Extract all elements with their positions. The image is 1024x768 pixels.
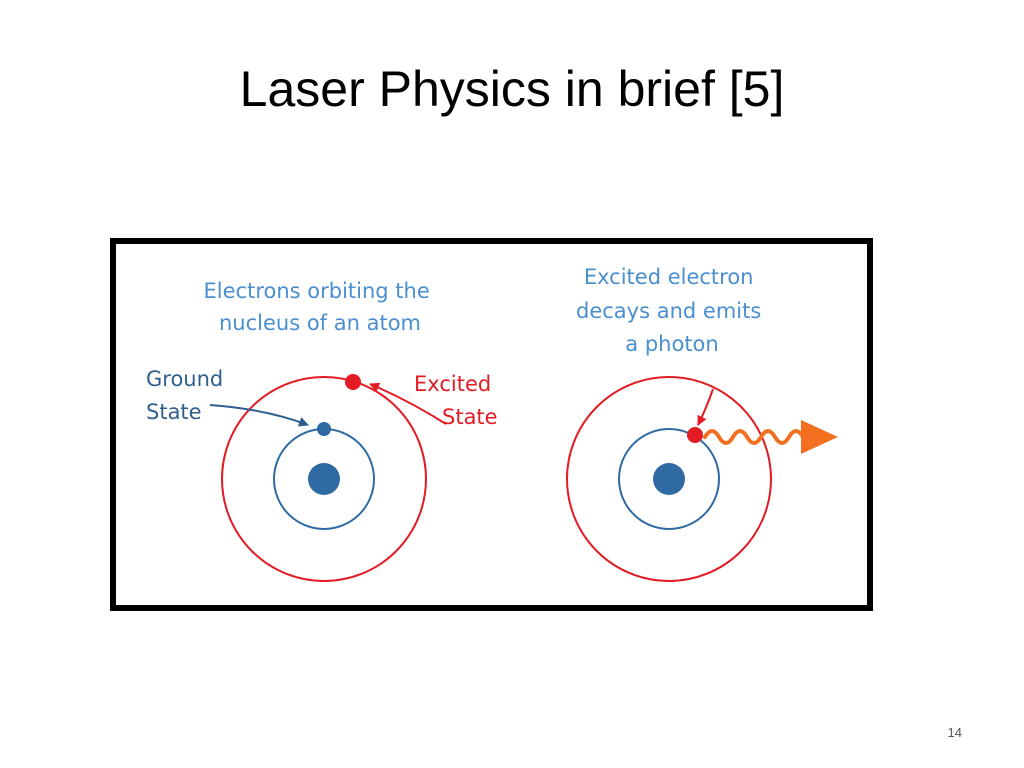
- atom-diagram-svg: Electrons orbiting the nucleus of an ato…: [146, 265, 838, 582]
- excited-state-arrow: [369, 382, 447, 425]
- right-caption-line: a photon: [625, 332, 718, 356]
- ground-state-arrow: [209, 404, 309, 427]
- right-caption-line: decays and emits: [576, 299, 761, 323]
- ground-state-label: Ground State: [146, 367, 230, 424]
- left-nucleus: [308, 463, 340, 495]
- right-decaying-electron: [687, 427, 703, 443]
- left-caption-line: nucleus of an atom: [219, 311, 421, 335]
- ground-state-label-line: State: [146, 400, 202, 424]
- decay-arrow: [697, 388, 714, 426]
- left-ground-electron: [317, 422, 331, 436]
- left-outer-orbit: [221, 376, 427, 582]
- right-inner-orbit: [618, 428, 720, 530]
- right-nucleus: [653, 463, 685, 495]
- photon-arrowhead-icon: [801, 420, 838, 454]
- left-caption: Electrons orbiting the nucleus of an ato…: [204, 279, 437, 335]
- ground-state-label-line: Ground: [146, 367, 223, 391]
- excited-state-label-line: State: [442, 405, 498, 429]
- photon-wave: [703, 429, 805, 445]
- right-caption: Excited electron decays and emits a phot…: [576, 265, 768, 356]
- excited-state-label: Excited State: [414, 372, 498, 429]
- right-outer-orbit: [566, 376, 772, 582]
- atom-diagram: Electrons orbiting the nucleus of an ato…: [110, 238, 873, 611]
- left-caption-line: Electrons orbiting the: [204, 279, 430, 303]
- slide-title: Laser Physics in brief [5]: [239, 61, 785, 117]
- right-caption-line: Excited electron: [584, 265, 754, 289]
- left-excited-electron: [345, 374, 361, 390]
- excited-state-label-line: Excited: [414, 372, 491, 396]
- slide-number: 14: [947, 725, 962, 740]
